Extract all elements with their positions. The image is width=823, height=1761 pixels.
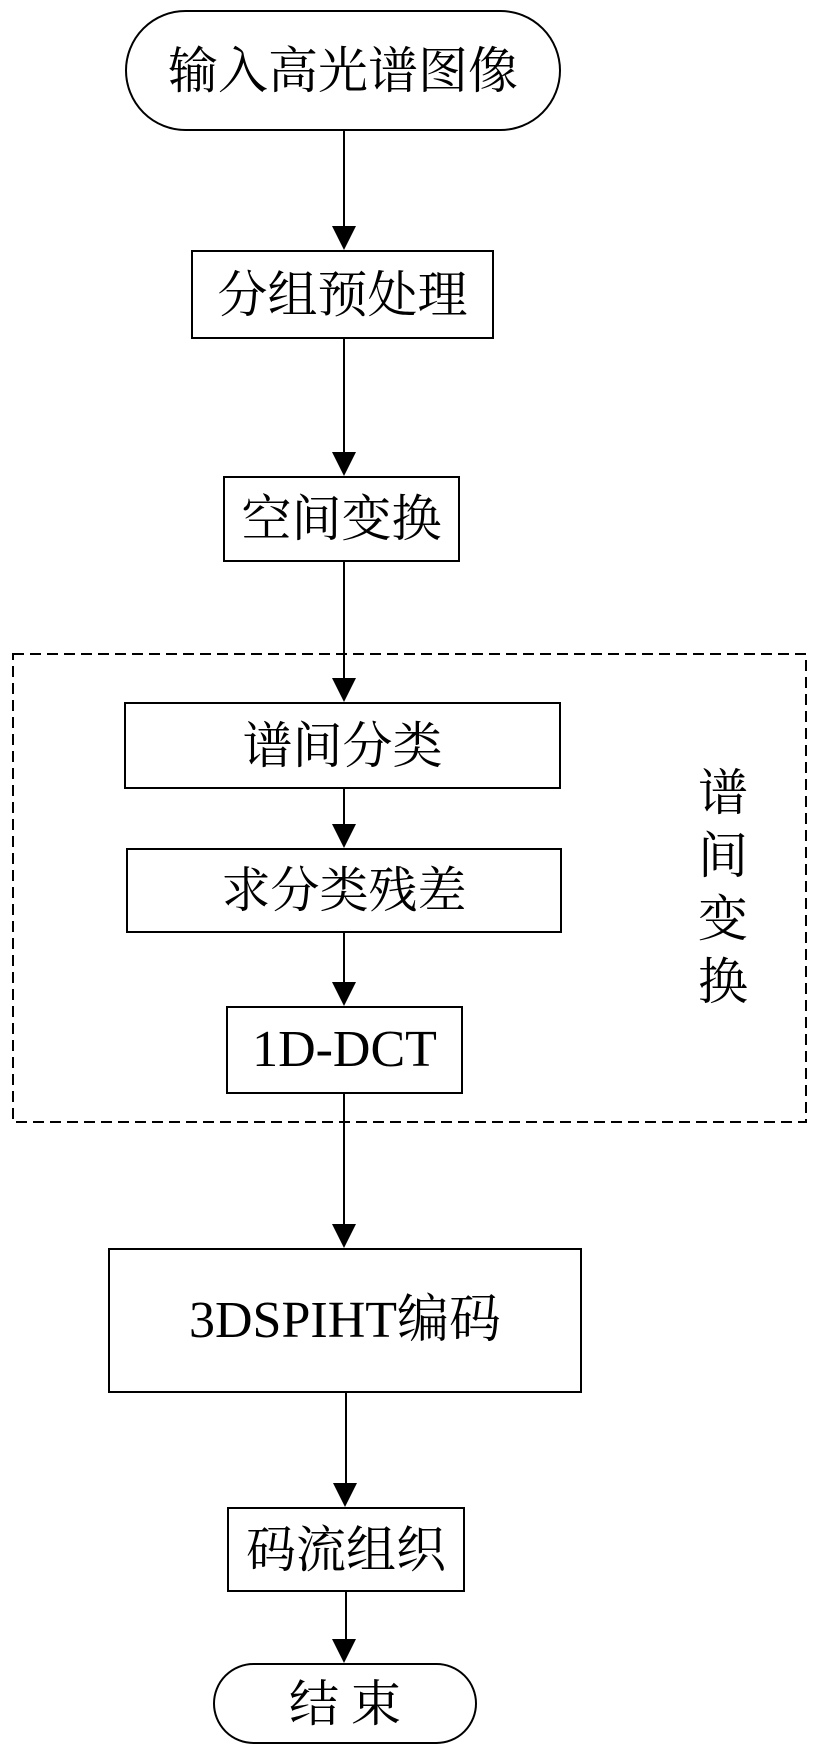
arrowhead-down-icon [332, 226, 356, 250]
start-label: 输入高光谱图像 [168, 42, 518, 99]
connector-line-classify-residual [343, 789, 345, 828]
classify-label: 谱间分类 [242, 717, 443, 774]
dct-label: 1D-DCT [252, 1021, 437, 1078]
connector-line-bitstream-end [345, 1592, 347, 1643]
end-terminator: 结束 [213, 1663, 477, 1744]
dct-box: 1D-DCT [226, 1006, 463, 1094]
classify-residual-box: 求分类残差 [126, 848, 562, 933]
bitstream-label: 码流组织 [246, 1521, 446, 1578]
end-label: 结束 [289, 1675, 413, 1732]
connector-line-preprocess-spatial [343, 339, 345, 456]
arrowhead-down-icon [332, 1639, 356, 1663]
spiht-label: 3DSPIHT编码 [188, 1291, 502, 1349]
connector-line-residual-dct [343, 933, 345, 986]
spiht-coding-box: 3DSPIHT编码 [108, 1248, 582, 1393]
arrowhead-down-icon [333, 1483, 357, 1507]
spatial-label: 空间变换 [241, 491, 442, 547]
arrowhead-down-icon [332, 678, 356, 702]
bitstream-box: 码流组织 [227, 1507, 465, 1592]
spectral-transform-group-box [12, 653, 807, 1123]
spatial-transform-box: 空间变换 [223, 476, 460, 562]
arrowhead-down-icon [332, 982, 356, 1006]
spectral-transform-group-label: 谱间变换 [691, 766, 747, 1018]
arrowhead-down-icon [332, 452, 356, 476]
arrowhead-down-icon [332, 824, 356, 848]
arrowhead-down-icon [332, 1224, 356, 1248]
preprocess-process-box: 分组预处理 [191, 250, 494, 339]
connector-line-spiht-bitstream [345, 1393, 347, 1487]
preprocess-label: 分组预处理 [217, 266, 468, 323]
residual-label: 求分类残差 [221, 863, 467, 918]
connector-line-start-preprocess [343, 131, 345, 230]
connector-line-dct-spiht [343, 1094, 345, 1228]
start-terminator: 输入高光谱图像 [125, 10, 561, 131]
spectral-classify-box: 谱间分类 [124, 702, 561, 789]
connector-line-spatial-classify [343, 562, 345, 682]
